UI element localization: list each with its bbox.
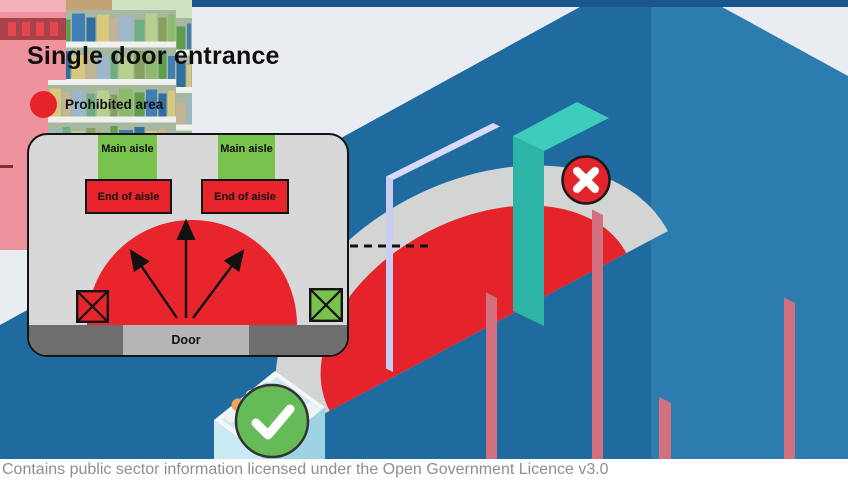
page-title: Single door entrance [27,42,280,70]
fridge-side [513,136,544,326]
gondola-back-right-pillar-side [784,297,795,459]
check-icon [251,404,295,440]
gondola-front-left-pillar-side [486,292,497,459]
main-aisle-left: Main aisle [98,135,157,179]
blocked-position-marker [76,290,109,323]
right-wall [651,0,848,459]
allowed-position-marker [309,288,343,322]
end-of-aisle-left: End of aisle [85,179,172,214]
wall-bar: Door [29,325,347,355]
fridge-top [513,102,609,151]
allowed-badge [234,383,310,459]
gondola-front-right-pillar [0,0,66,80]
schematic-door: Door [123,325,249,355]
x-icon [573,167,599,193]
main-aisle-right: Main aisle [218,135,275,179]
prohibited-area-swatch [30,91,57,118]
door-layout-schematic: Main aisle Main aisle End of aisle End o… [27,133,349,357]
prohibited-floor-area [320,205,627,411]
gondola-back-left-pillar-side [592,209,603,459]
gondola-front-right-pillar-side [659,397,671,459]
prohibited-badge [561,155,611,205]
door-jamb-side [386,176,393,372]
end-of-aisle-right: End of aisle [201,179,289,214]
top-border-bar [0,0,848,7]
legend: Prohibited area [30,91,163,118]
flow-arrows [129,218,245,319]
legend-label: Prohibited area [65,97,164,112]
pillar-vents [8,22,58,36]
door-jamb-top [386,123,500,180]
licence-caption: Contains public sector information licen… [2,461,609,478]
